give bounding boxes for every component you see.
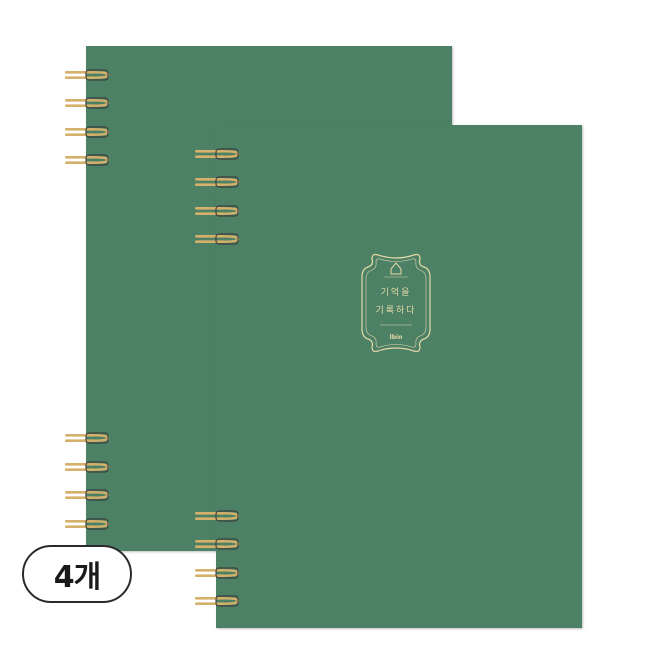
- spiral-ring: [194, 205, 240, 217]
- spiral-ring: [194, 538, 240, 550]
- spiral-ring: [64, 97, 110, 109]
- cover-label: 기억을 기록하다 lbin: [358, 251, 434, 355]
- label-text-line1: 기억을: [380, 288, 412, 298]
- spiral-ring: [64, 518, 110, 530]
- spiral-ring: [64, 461, 110, 473]
- quantity-text: 4개: [53, 560, 101, 595]
- label-frame-icon: [361, 253, 431, 353]
- spiral-ring: [194, 233, 240, 245]
- label-brand: lbin: [389, 334, 403, 341]
- label-text-line2: 기록하다: [375, 306, 417, 316]
- front-notebook-cover: [216, 125, 582, 628]
- quantity-badge: 4개: [22, 545, 132, 603]
- spiral-ring: [194, 510, 240, 522]
- spiral-ring: [194, 567, 240, 579]
- spiral-ring: [194, 148, 240, 160]
- spiral-ring: [64, 69, 110, 81]
- spiral-ring: [64, 489, 110, 501]
- spiral-ring: [194, 595, 240, 607]
- spiral-ring: [64, 126, 110, 138]
- spiral-ring: [64, 154, 110, 166]
- spiral-ring: [194, 176, 240, 188]
- spiral-ring: [64, 432, 110, 444]
